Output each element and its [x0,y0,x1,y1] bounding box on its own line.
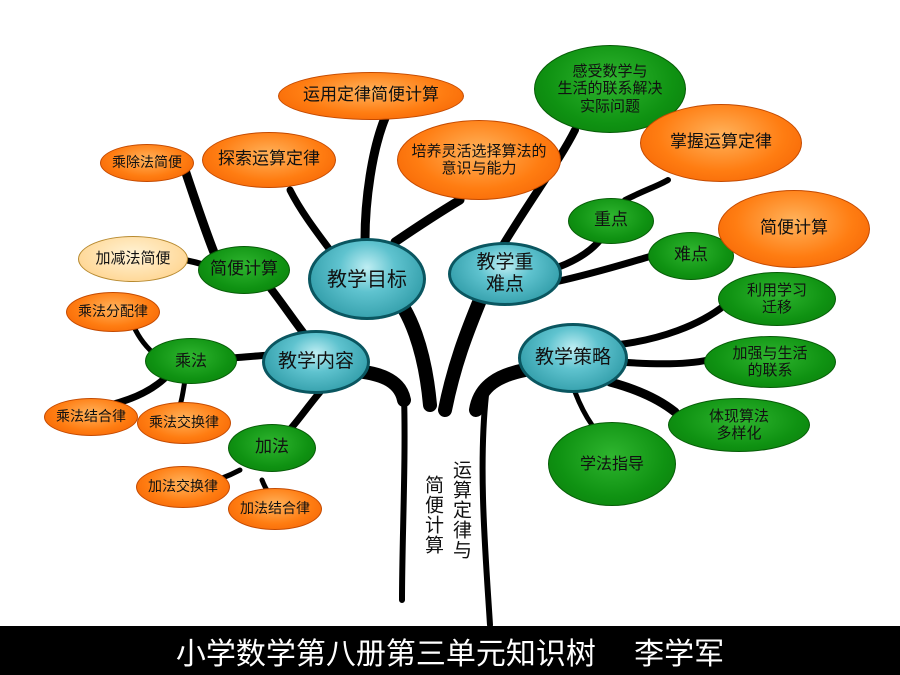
node-jianbian-jisuan-l: 简便计算 [198,246,290,294]
footer-title-bar: 小学数学第八册第三单元知识树 李学军 [0,626,900,675]
node-tansuo-yunsuan: 探索运算定律 [202,132,336,188]
footer-title: 小学数学第八册第三单元知识树 [175,636,596,672]
branch-yunyong [360,113,390,245]
node-jiaoxue-neirong: 教学内容 [262,330,370,394]
node-jiafa: 加法 [228,424,316,472]
trunk-text-left: 简便计算 [422,475,444,555]
node-zhongdian: 重点 [568,198,654,244]
node-jiaoxue-mubiao: 教学目标 [308,238,426,320]
node-chengfa-jiaohuanlv: 乘法交换律 [137,402,231,444]
node-xuefa-zhidao: 学法指导 [548,422,676,506]
branch-tansuo [286,186,334,254]
branch-xuefa [572,389,595,428]
branch-jianbian-l [264,281,309,339]
node-zhangwo-dinglv: 掌握运算定律 [640,104,802,182]
limb-celue [469,363,532,417]
node-chengfa-jiehelv: 乘法结合律 [44,398,138,436]
branch-liyong [611,301,729,349]
node-peiyang-nengli: 培养灵活选择算法的 意识与能力 [397,120,561,200]
node-jiafa-jiehelv: 加法结合律 [228,488,322,530]
trunk-text-right: 运算定律与 [450,460,472,560]
branch-zhangwo [622,177,671,203]
node-yunyong-dinglv: 运用定律简便计算 [278,72,464,120]
node-jiajianfa-jianbian: 加减法简便 [78,236,188,282]
branch-jiaqiang [616,356,712,368]
node-tixian-suanfa: 体现算法 多样化 [668,398,810,452]
node-chengchufa-jianbian: 乘除法简便 [100,144,194,182]
branch-chengchufa [180,165,220,260]
node-jianbian-jisuan-r: 简便计算 [718,190,870,268]
trunk-left-edge [399,392,408,603]
node-jiafa-jiaohuanlv: 加法交换律 [136,466,230,508]
node-nandian: 难点 [648,232,734,280]
branch-peiyang [390,195,465,247]
limb-zhongnandian [438,293,487,417]
node-zhongnandian: 教学重 难点 [448,242,562,306]
footer-author: 李学军 [634,636,725,672]
branch-nandian [551,252,656,286]
node-chengfa: 乘法 [145,338,237,384]
node-jiaoxue-celue: 教学策略 [518,323,628,393]
node-chengfa-fenpeilv: 乘法分配律 [66,292,160,332]
branch-tixian [605,377,680,417]
trunk-right-edge [479,392,493,628]
node-liyong-xuexi: 利用学习 迁移 [718,272,836,326]
node-jiaqiang-shenghuo: 加强与生活 的联系 [704,336,836,388]
